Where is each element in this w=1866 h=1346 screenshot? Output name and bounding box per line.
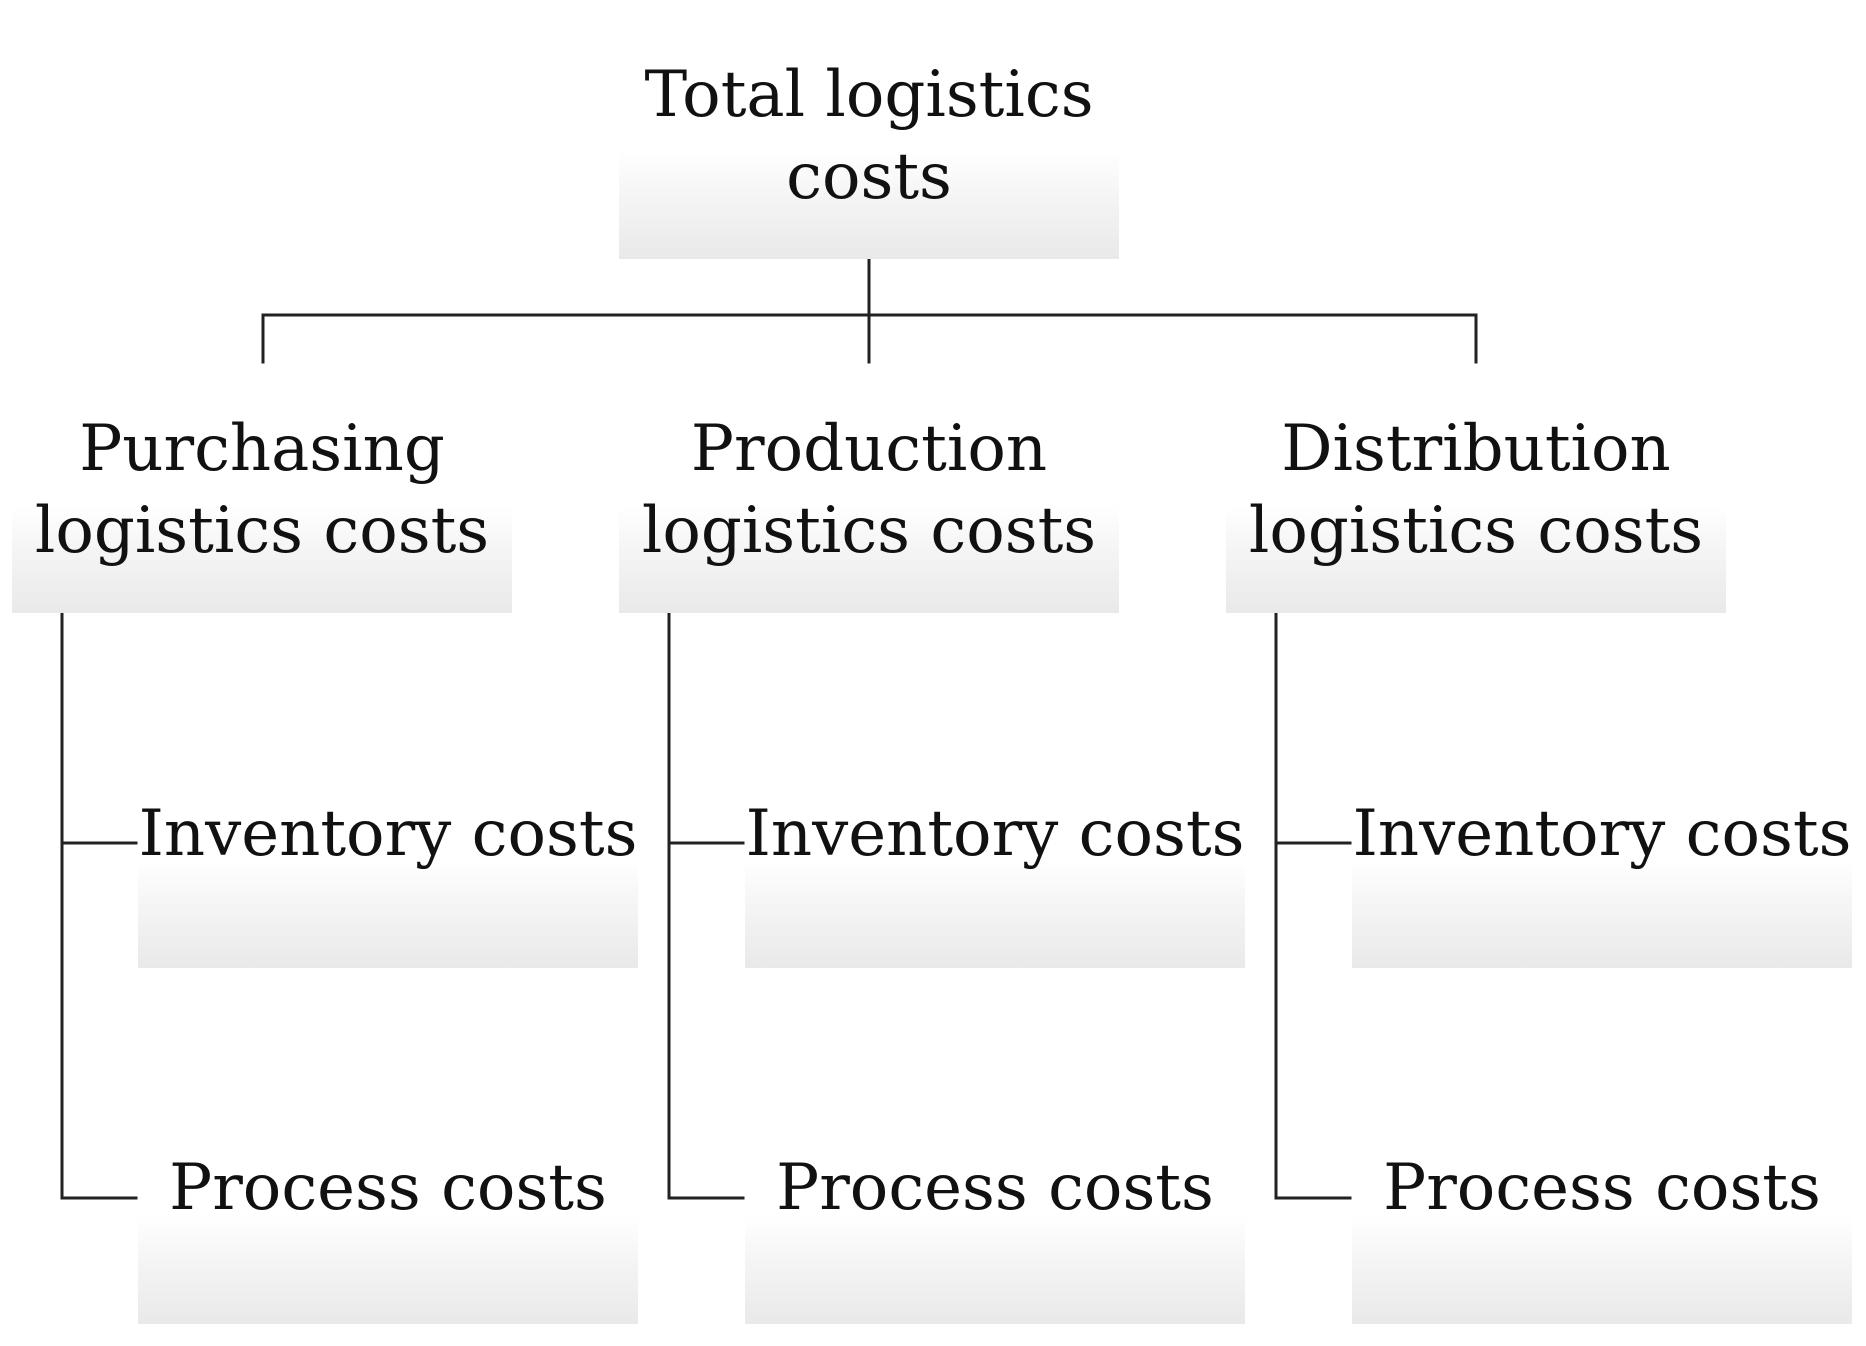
node-label: Purchasing logistics costs — [0, 408, 532, 572]
node-label-line: Inventory costs — [138, 797, 638, 871]
node-label: Process costs — [725, 1147, 1265, 1229]
node-label-line: Inventory costs — [1352, 797, 1852, 871]
node-label: Process costs — [1332, 1147, 1866, 1229]
node-production-inventory-costs: Inventory costs — [745, 797, 1245, 968]
node-label-line: logistics costs — [34, 494, 490, 568]
node-production-process-costs: Process costs — [745, 1151, 1245, 1324]
node-label: Inventory costs — [725, 793, 1265, 875]
node-label: Process costs — [118, 1147, 658, 1229]
node-label-line: costs — [786, 140, 952, 214]
node-label-line: Production — [690, 412, 1048, 486]
node-label-line: Distribution — [1281, 412, 1671, 486]
node-purchasing-inventory-costs: Inventory costs — [138, 797, 638, 968]
node-label: Distribution logistics costs — [1206, 408, 1746, 572]
node-label: Inventory costs — [118, 793, 658, 875]
node-label: Production logistics costs — [599, 408, 1139, 572]
node-distribution-process-costs: Process costs — [1352, 1151, 1852, 1324]
node-distribution-inventory-costs: Inventory costs — [1352, 797, 1852, 968]
node-label-line: logistics costs — [641, 494, 1097, 568]
node-label-line: Process costs — [776, 1151, 1214, 1225]
node-label-line: Process costs — [169, 1151, 607, 1225]
node-purchasing-process-costs: Process costs — [138, 1151, 638, 1324]
node-label: Total logistics costs — [599, 54, 1139, 218]
node-label-line: Inventory costs — [745, 797, 1245, 871]
node-purchasing-logistics-costs: Purchasing logistics costs — [12, 412, 512, 613]
node-label-line: logistics costs — [1248, 494, 1704, 568]
node-label-line: Purchasing — [79, 412, 445, 486]
node-label: Inventory costs — [1332, 793, 1866, 875]
node-total-logistics-costs: Total logistics costs — [619, 58, 1119, 259]
node-label-line: Total logistics — [644, 58, 1094, 132]
node-production-logistics-costs: Production logistics costs — [619, 412, 1119, 613]
node-distribution-logistics-costs: Distribution logistics costs — [1226, 412, 1726, 613]
node-label-line: Process costs — [1383, 1151, 1821, 1225]
